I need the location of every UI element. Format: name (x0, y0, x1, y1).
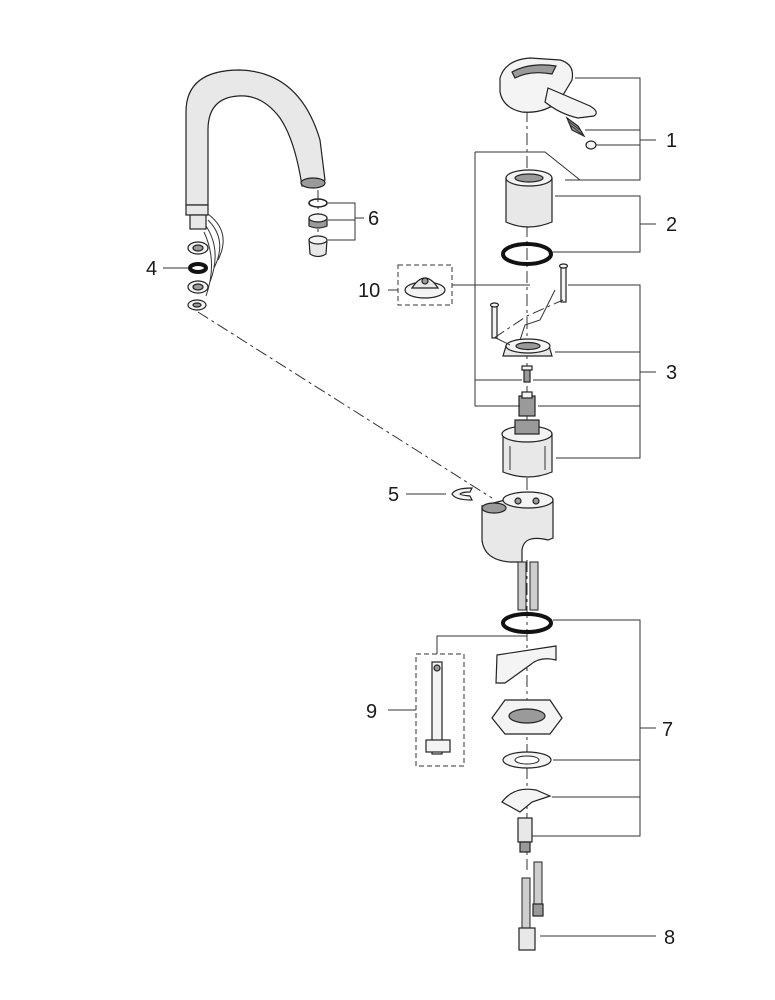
mounting-tool (425, 661, 451, 755)
supply-hoses-upper (517, 561, 539, 611)
ceramic-cartridge (501, 419, 553, 478)
cover-sleeve (505, 169, 553, 228)
supply-hose-lower (518, 861, 544, 951)
callout-9: 9 (366, 701, 377, 723)
spout-axis (197, 311, 493, 499)
tap-body (481, 491, 554, 563)
callout-7: 7 (662, 719, 673, 741)
aerator-set (308, 198, 328, 258)
spout-base-parts (185, 204, 209, 311)
callout-2: 2 (666, 214, 677, 236)
stud-bolt-left (489, 302, 500, 339)
screw-cap (585, 140, 597, 150)
leader-lines (163, 77, 656, 937)
callout-1: 1 (666, 130, 677, 152)
set-screw (565, 116, 586, 138)
callout-5: 5 (388, 484, 399, 506)
spindle-adapter (518, 391, 536, 417)
threaded-stud (517, 817, 533, 853)
horseshoe-washer (495, 645, 557, 684)
spout-base-swirl-lines (203, 213, 224, 297)
callout-8: 8 (664, 927, 675, 949)
callout-4: 4 (146, 258, 157, 280)
hexagon-mounting-plate (491, 699, 563, 735)
o-ring-large (501, 242, 553, 266)
o-ring-base (501, 612, 553, 634)
callout-6: 6 (368, 208, 379, 230)
cartridge-top-detail (404, 277, 446, 299)
flat-washer (502, 751, 552, 769)
fixing-bracket (501, 788, 552, 813)
stud-bolt-right (558, 263, 569, 303)
callout-3: 3 (666, 362, 677, 384)
bolt-axis (493, 299, 564, 339)
small-screw (521, 365, 533, 383)
retaining-ring-nut (502, 338, 553, 357)
retaining-clip (451, 487, 473, 501)
swivel-spout (185, 69, 326, 206)
lever-handle (499, 57, 597, 119)
callout-10: 10 (358, 280, 380, 302)
